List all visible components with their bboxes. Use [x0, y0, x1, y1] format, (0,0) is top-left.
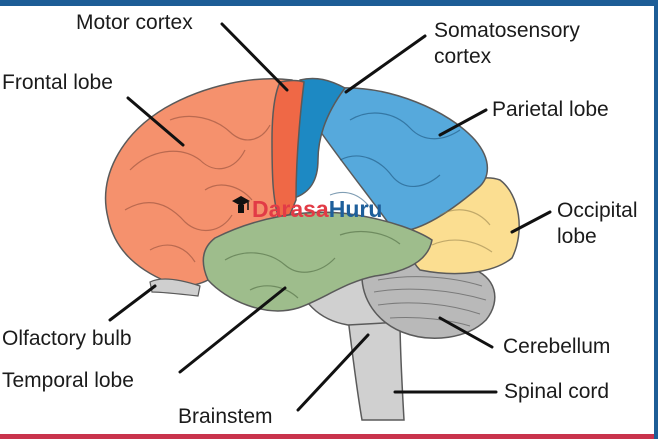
graduation-cap-icon [232, 196, 250, 213]
leader-motor-cortex [220, 22, 289, 92]
leader-occipital-lobe [510, 210, 552, 234]
temporal-texture [224, 230, 401, 299]
watermark-part1: Darasa [252, 196, 329, 222]
label-parietal-lobe: Parietal lobe [492, 98, 609, 121]
leader-parietal-lobe [438, 108, 488, 137]
leader-brainstem [296, 333, 370, 412]
label-brainstem: Brainstem [178, 405, 273, 428]
label-frontal-lobe: Frontal lobe [2, 71, 113, 94]
parietal-texture [329, 112, 461, 211]
motor-cortex-region [271, 79, 305, 230]
watermark: DarasaHuru [252, 196, 382, 223]
right-border-bar [654, 0, 658, 439]
watermark-part2: Huru [328, 196, 383, 222]
gyri-texture [124, 115, 271, 263]
leader-cerebellum [438, 316, 494, 349]
label-temporal-lobe: Temporal lobe [2, 369, 134, 392]
spinal-cord-region [347, 317, 405, 421]
leader-olfactory-bulb [108, 284, 157, 322]
label-motor-cortex: Motor cortex [76, 11, 193, 34]
leader-lines [108, 22, 552, 412]
label-occipital-line1: Occipital [557, 199, 638, 222]
label-olfactory-bulb: Olfactory bulb [2, 327, 132, 350]
occipital-texture [431, 209, 493, 253]
label-spinal-cord: Spinal cord [504, 380, 610, 403]
olfactory-bulb-region [149, 278, 201, 297]
leader-frontal-lobe [126, 96, 185, 147]
top-border-bar [0, 0, 658, 6]
leader-somatosensory [344, 34, 427, 94]
label-occipital-line2: lobe [557, 225, 597, 248]
bottom-border-bar [0, 434, 658, 439]
cerebellum-folds [373, 276, 487, 327]
leader-temporal-lobe [178, 286, 287, 374]
label-somatosensory-line2: cortex [434, 45, 492, 68]
label-somatosensory-line1: Somatosensory [434, 19, 580, 42]
label-cerebellum: Cerebellum [503, 335, 611, 358]
